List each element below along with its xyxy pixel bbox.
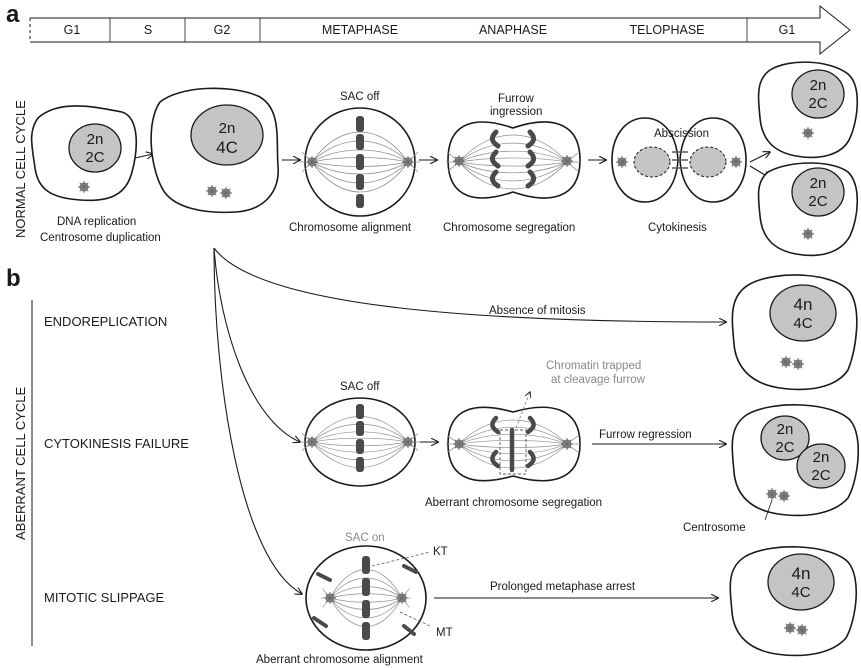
cell-aberrant-anaphase [446,407,580,480]
centrosome-label: Centrosome [683,522,746,534]
cell-metaphase [300,108,420,216]
nucleus-label-4c-endo: 4C [793,315,812,332]
nucleus-label-2c-bi-1: 2C [775,439,794,456]
cell-endoreplication: 4n 4C [732,275,856,389]
furrow-label-1: Furrow [498,93,534,105]
nucleus-label-2n: 2n [87,131,104,148]
phase-label-metaphase: METAPHASE [322,23,398,37]
furrow-regression-label: Furrow regression [599,429,692,441]
cell-g1: 2n 2C [32,106,137,200]
aberrant-segregation-label: Aberrant chromosome segregation [425,497,602,509]
nucleus-label-2n-top: 2n [810,77,827,94]
side-label-aberrant: ABERRANT CELL CYCLE [13,387,28,540]
caption-dna-replication: DNA replication [57,216,136,228]
phase-bar: G1 S G2 METAPHASE ANAPHASE TELOPHASE G1 [30,6,850,54]
phase-label-g1: G1 [64,23,81,37]
nucleus-label-4n-endo: 4n [794,295,813,314]
mt-label: MT [436,627,453,639]
nucleus-label-2c-top: 2C [808,95,827,112]
caption-centrosome-duplication: Centrosome duplication [40,232,161,244]
centrosome-icon [206,185,218,197]
centrosome-icon [784,622,796,634]
phase-label-g2: G2 [214,23,231,37]
centrosome-icon [802,228,814,240]
centrosome-icon [778,490,790,502]
centrosome-icon [792,358,804,370]
phase-label-s: S [144,23,152,37]
sac-off-label: SAC off [340,91,380,103]
panel-letter-a: a [6,1,20,28]
aberrant-alignment-label: Aberrant chromosome alignment [256,654,424,666]
cell-polyploid: 4n 4C [730,547,856,656]
centrosome-icon [780,356,792,368]
centrosome-icon [802,127,814,139]
centrosome-icon [78,181,90,193]
centrosome-icon [766,488,778,500]
furrow-label-2: ingression [490,106,542,118]
chromatin-trapped-label-1: Chromatin trapped [546,360,641,372]
nucleus-label-2c-bi-2: 2C [811,467,830,484]
centrosome-icon [796,624,808,636]
nucleus-label-2n-bi-1: 2n [777,421,794,438]
phase-label-g1-end: G1 [779,23,796,37]
phase-label-telophase: TELOPHASE [629,23,704,37]
caption-chromosome-segregation: Chromosome segregation [443,222,575,234]
kt-label: KT [433,546,448,558]
nucleus-label-2c-bottom: 2C [808,193,827,210]
absence-of-mitosis-label: Absence of mitosis [489,305,586,317]
nucleus-label-2n-bi-2: 2n [813,449,830,466]
nucleus-label-2n-bottom: 2n [810,175,827,192]
chromatin-trapped-label-2: at cleavage furrow [551,374,646,386]
nucleus-label-2n-g2: 2n [219,120,236,137]
cell-g2: 2n 4C [151,88,278,212]
centrosome-icon [220,187,232,199]
daughter-cell-top: 2n 2C [759,62,858,157]
panel-letter-b: b [6,265,21,292]
cytokinesis-failure-label: CYTOKINESIS FAILURE [44,436,189,451]
nucleus-label-4n-slip: 4n [792,564,811,583]
cell-binucleate: 2n 2C 2n 2C [732,405,858,516]
sac-off-label-b: SAC off [340,381,380,393]
mitotic-slippage-label: MITOTIC SLIPPAGE [44,590,164,605]
prolonged-arrest-label: Prolonged metaphase arrest [490,581,636,593]
nucleus-label-2c: 2C [85,149,104,166]
cell-metaphase-b [300,398,420,486]
side-label-normal: NORMAL CELL CYCLE [13,100,28,238]
caption-cytokinesis: Cytokinesis [648,222,707,234]
cell-aberrant-metaphase [306,546,426,650]
endoreplication-label: ENDOREPLICATION [44,314,167,329]
nucleus-label-4c-slip: 4C [791,584,810,601]
abscission-label: Abscission [654,128,709,140]
sac-on-label: SAC on [345,532,385,544]
daughter-cell-bottom: 2n 2C [758,163,857,255]
caption-chromosome-alignment: Chromosome alignment [289,222,412,234]
cell-anaphase [446,122,580,198]
phase-label-anaphase: ANAPHASE [479,23,547,37]
nucleus-label-4c-g2: 4C [216,138,238,157]
